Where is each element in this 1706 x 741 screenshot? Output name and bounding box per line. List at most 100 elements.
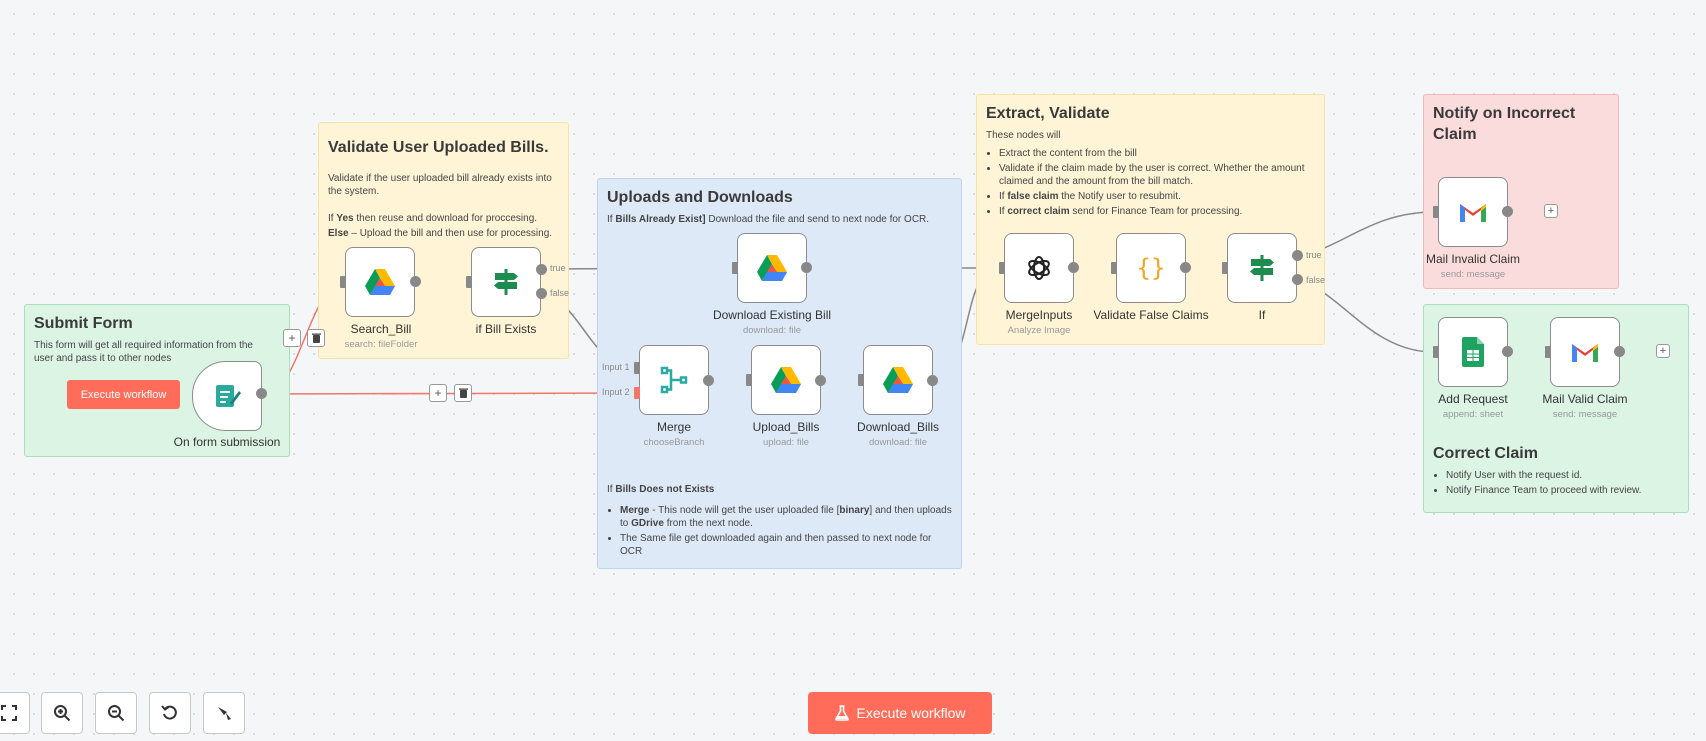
node-if-exists-label: if Bill Exists (475, 322, 537, 336)
node-download-output-port[interactable] (927, 375, 938, 386)
node-merge-input1-port[interactable] (634, 362, 640, 374)
note-bullet: If false claim the Notify user to resubm… (999, 190, 1315, 203)
node-validatefalse-label: Validate False Claims (1093, 308, 1209, 322)
node-addrequest-input-port[interactable] (1433, 346, 1439, 358)
node-if-exists-false-port[interactable] (536, 288, 547, 299)
execute-workflow-small-button[interactable]: Execute workflow (67, 380, 180, 409)
code-braces-icon: {} (1137, 254, 1166, 282)
node-download-sublabel: download: file (868, 437, 928, 448)
node-upload-input-port[interactable] (746, 374, 752, 386)
note-title: Extract, Validate (986, 105, 1110, 122)
if-signpost-icon (494, 269, 518, 295)
note-title: Validate User Uploaded Bills. (328, 139, 549, 156)
tidy-up-button[interactable] (203, 692, 245, 734)
node-if-input-port[interactable] (1222, 262, 1228, 274)
reset-zoom-button[interactable] (149, 692, 191, 734)
node-mailvalid-input-port[interactable] (1545, 346, 1551, 358)
node-mergeinputs-input-port[interactable] (999, 262, 1005, 274)
note-text: These nodes will (986, 130, 1061, 141)
node-if-true-port[interactable] (1292, 250, 1303, 261)
node-upload-sublabel: upload: file (763, 437, 809, 448)
merge-icon (660, 366, 688, 394)
delete-edge-button[interactable] (307, 329, 325, 347)
merge-input2-label: Input 2 (602, 387, 630, 397)
broom-icon (218, 707, 231, 720)
note-text: If Bills Does not Exists (607, 484, 715, 495)
note-text: This form will get all required informat… (34, 340, 253, 364)
execute-workflow-button[interactable]: Execute workflow (808, 692, 992, 734)
node-mailinvalid-sublabel: send: message (1440, 269, 1506, 280)
google-drive-icon (771, 366, 801, 393)
node-form-submission[interactable] (192, 361, 262, 431)
node-addrequest-label: Add Request (1438, 392, 1508, 406)
google-sheets-icon (1462, 337, 1484, 367)
node-dlexisting-input-port[interactable] (732, 262, 738, 274)
node-merge-inputs[interactable] (1004, 233, 1074, 303)
node-if-exists-input-port[interactable] (466, 276, 472, 288)
node-merge[interactable] (639, 345, 709, 415)
node-merge-output-port[interactable] (703, 375, 714, 386)
edge-false-label: false (1306, 275, 1326, 285)
node-mail-invalid-claim[interactable] (1438, 177, 1508, 247)
node-upload-output-port[interactable] (815, 375, 826, 386)
node-merge-input2-port[interactable] (634, 387, 640, 399)
svg-text:{}: {} (1137, 254, 1166, 282)
node-if-bill-exists[interactable] (471, 247, 541, 317)
merge-input1-label: Input 1 (602, 362, 630, 372)
node-search-output-port[interactable] (410, 276, 421, 287)
flask-icon (834, 705, 849, 721)
node-validatefalse-output-port[interactable] (1180, 262, 1191, 273)
node-if[interactable] (1227, 233, 1297, 303)
note-bullet: If correct claim send for Finance Team f… (999, 205, 1315, 218)
node-search-sublabel: search: fileFolder (344, 339, 418, 350)
note-title: Notify on Incorrect Claim (1433, 105, 1576, 143)
add-next-node-button[interactable]: + (1544, 204, 1558, 218)
node-download-input-port[interactable] (858, 374, 864, 386)
node-addrequest-sublabel: append: sheet (1442, 409, 1504, 420)
note-bullet: Notify Finance Team to proceed with revi… (1446, 484, 1683, 497)
node-form-output-port[interactable] (256, 388, 267, 399)
undo-icon (161, 705, 177, 720)
zoom-in-icon (54, 705, 71, 722)
openai-icon (1028, 256, 1050, 280)
node-dlexisting-output-port[interactable] (801, 262, 812, 273)
node-merge-label: Merge (656, 420, 691, 434)
note-text: If Yes then reuse and download for procc… (328, 213, 538, 224)
note-title: Submit Form (34, 315, 133, 332)
node-if-false-port[interactable] (1292, 274, 1303, 285)
node-search-bill[interactable] (345, 247, 415, 317)
node-mailinvalid-input-port[interactable] (1433, 206, 1439, 218)
edge-true-label: true (550, 263, 566, 273)
node-mailvalid-output-port[interactable] (1614, 346, 1625, 357)
node-mailvalid-label: Mail Valid Claim (1542, 392, 1628, 406)
add-next-node-button[interactable]: + (1656, 344, 1670, 358)
node-validatefalse-input-port[interactable] (1111, 262, 1117, 274)
fit-view-button[interactable] (0, 692, 30, 734)
note-bullet: Validate if the claim made by the user i… (999, 162, 1315, 188)
node-download-existing-bill[interactable] (737, 233, 807, 303)
google-drive-icon (883, 366, 913, 393)
zoom-out-button[interactable] (95, 692, 137, 734)
note-bullet: Extract the content from the bill (999, 147, 1315, 160)
node-if-exists-true-port[interactable] (536, 264, 547, 275)
zoom-in-button[interactable] (41, 692, 83, 734)
delete-edge-button[interactable] (454, 384, 472, 402)
node-download-bills[interactable] (863, 345, 933, 415)
add-node-button[interactable]: + (429, 384, 447, 402)
note-text: Else – Upload the bill and then use for … (328, 228, 553, 239)
note-text: If Bills Already Exist] Download the fil… (607, 214, 930, 225)
node-mergeinputs-output-port[interactable] (1068, 262, 1079, 273)
node-mail-valid-claim[interactable] (1550, 317, 1620, 387)
add-node-button[interactable]: + (283, 329, 301, 347)
trash-icon (458, 388, 468, 398)
node-validate-false-claims[interactable]: {} (1116, 233, 1186, 303)
node-addrequest-output-port[interactable] (1502, 346, 1513, 357)
note-bullet: Notify User with the request id. (1446, 469, 1683, 482)
node-mailinvalid-output-port[interactable] (1502, 206, 1513, 217)
node-merge-sublabel: chooseBranch (643, 437, 705, 448)
node-upload-bills[interactable] (751, 345, 821, 415)
google-drive-icon (365, 268, 395, 295)
node-add-request[interactable] (1438, 317, 1508, 387)
node-dlexisting-sublabel: download: file (742, 325, 802, 336)
node-search-input-port[interactable] (340, 276, 346, 288)
